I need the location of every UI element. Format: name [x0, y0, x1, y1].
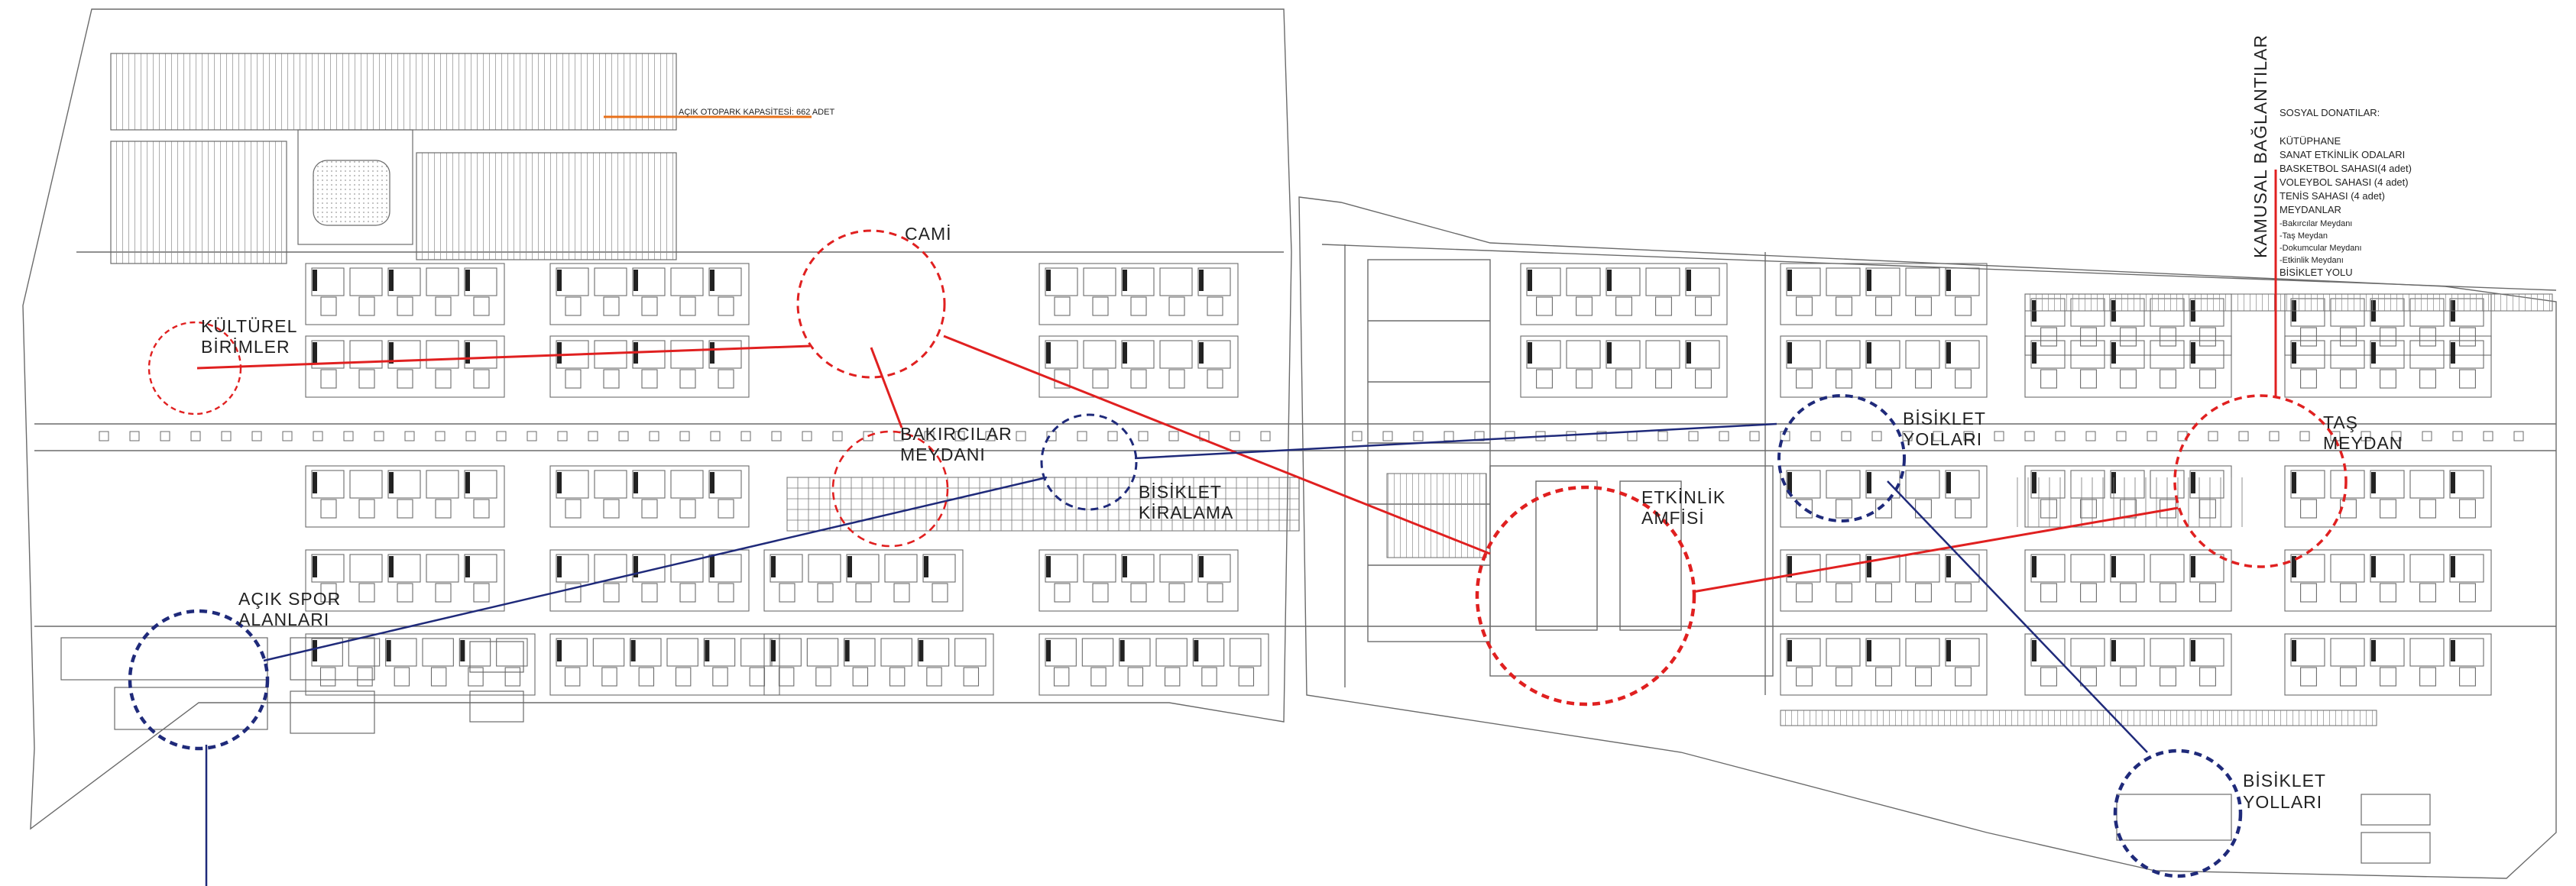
tas-meydan-circle	[2173, 394, 2348, 568]
housing-block	[1039, 263, 1239, 325]
site-drawing	[22, 8, 2557, 879]
cami-circle	[796, 229, 946, 379]
housing-block	[763, 549, 964, 612]
housing-block	[2024, 335, 2232, 398]
housing-block	[1520, 263, 1728, 325]
housing-block	[1039, 335, 1239, 398]
housing-block	[1039, 633, 1269, 696]
parking-area	[110, 53, 677, 264]
social-facilities-item: BASKETBOL SAHASI(4 adet)	[2280, 163, 2412, 174]
housing-block	[549, 263, 750, 325]
bisiklet-yollari-bottom-circle	[2113, 749, 2243, 878]
housing-block	[2024, 633, 2232, 696]
east-hatch-bands	[1386, 293, 2553, 726]
acik-spor-circle	[128, 609, 270, 751]
bakircilar-label-line1: BAKIRCILAR	[900, 424, 1013, 444]
housing-block	[1039, 549, 1239, 612]
social-facilities-title: SOSYAL DONATILAR:	[2280, 107, 2380, 118]
housing-block	[1780, 335, 1988, 398]
sport-courts	[60, 637, 2431, 864]
social-facilities-item: SANAT ETKİNLİK ODALARI	[2280, 149, 2405, 160]
bakircilar-label-line2: MEYDANI	[900, 445, 986, 464]
bisiklet-kiralama-label-line1: BİSİKLET	[1139, 482, 1222, 502]
housing-block	[2284, 465, 2492, 528]
tas-meydan-label-line2: MEYDAN	[2323, 433, 2403, 453]
cami-label: CAMİ	[905, 224, 952, 244]
housing-block	[549, 335, 750, 398]
social-facilities-subitem: -Taş Meydan	[2280, 231, 2328, 241]
social-facilities-subitem: -Etkinlik Meydanı	[2280, 256, 2344, 265]
social-facilities-item: KÜTÜPHANE	[2280, 135, 2341, 147]
bisiklet-yollari-top-label-line1: BİSİKLET	[1903, 409, 1986, 428]
housing-block	[549, 549, 750, 612]
social-facilities-item: BİSİKLET YOLU	[2280, 267, 2353, 278]
bisiklet-yollari-bottom-label-line1: BİSİKLET	[2243, 771, 2326, 791]
parking-capacity-label: AÇIK OTOPARK KAPASİTESİ: 662 ADET	[679, 107, 834, 117]
social-facilities-item: TENİS SAHASI (4 adet)	[2280, 190, 2385, 202]
acik-spor-label-line1: AÇIK SPOR	[238, 589, 341, 609]
etkinlik-label-line2: AMFİSİ	[1641, 508, 1705, 528]
etkinlik-label-line1: ETKİNLİK	[1641, 487, 1725, 507]
housing-block	[2024, 549, 2232, 612]
housing-block	[549, 633, 780, 696]
etkinlik-circle	[1475, 485, 1696, 707]
housing-block	[305, 633, 536, 696]
social-facilities-subitem: -Dokumcular Meydanı	[2280, 244, 2362, 253]
social-facilities-item: VOLEYBOL SAHASI (4 adet)	[2280, 176, 2409, 188]
housing-block	[1780, 633, 1988, 696]
housing-block	[2284, 549, 2492, 612]
bisiklet-yollari-top-circle	[1777, 394, 1906, 522]
housing-block	[763, 633, 994, 696]
site-boundary-west	[22, 8, 1292, 830]
housing-block	[305, 465, 505, 528]
housing-block	[305, 335, 505, 398]
housing-block	[549, 465, 750, 528]
kamusal-baglantilar-label: KAMUSAL BAĞLANTILAR	[2250, 34, 2270, 258]
bisiklet-kiralama-label-line2: KİRALAMA	[1139, 503, 1233, 522]
annotation-circles	[128, 229, 2348, 878]
housing-block	[305, 263, 505, 325]
housing-block	[1780, 549, 1988, 612]
kulturel-circle	[147, 321, 242, 416]
kulturel-label-line2: BİRİMLER	[201, 337, 290, 357]
bisiklet-kiralama-circle	[1040, 413, 1138, 511]
connector-lines-blue	[205, 422, 2148, 886]
kulturel-label-line1: KÜLTÜREL	[201, 316, 297, 336]
social-facilities-subitem: -Bakırcılar Meydanı	[2280, 219, 2352, 228]
housing-block	[2284, 633, 2492, 696]
housing-block	[1780, 465, 1988, 528]
bakircilar-circle	[831, 430, 949, 548]
acik-spor-label-line2: ALANLARI	[238, 610, 329, 629]
housing-block	[305, 549, 505, 612]
social-facilities-legend: SOSYAL DONATILAR: KÜTÜPHANE SANAT ETKİNL…	[2280, 107, 2412, 278]
housing-block	[2024, 465, 2232, 528]
site-boundary-east	[1298, 196, 2557, 879]
social-facilities-item: MEYDANLAR	[2280, 204, 2341, 215]
bisiklet-yollari-top-label-line2: YOLLARI	[1903, 429, 1982, 449]
housing-block	[1520, 335, 1728, 398]
building-blocks	[305, 263, 2492, 696]
street-markers	[99, 431, 2524, 441]
tas-meydan-label-line1: TAŞ	[2323, 412, 2358, 432]
housing-block	[2284, 335, 2492, 398]
housing-block	[1780, 263, 1988, 325]
connector-lines-red	[196, 170, 2277, 593]
amphitheatre	[1367, 259, 1774, 677]
bisiklet-yollari-bottom-label-line2: YOLLARI	[2243, 792, 2322, 812]
